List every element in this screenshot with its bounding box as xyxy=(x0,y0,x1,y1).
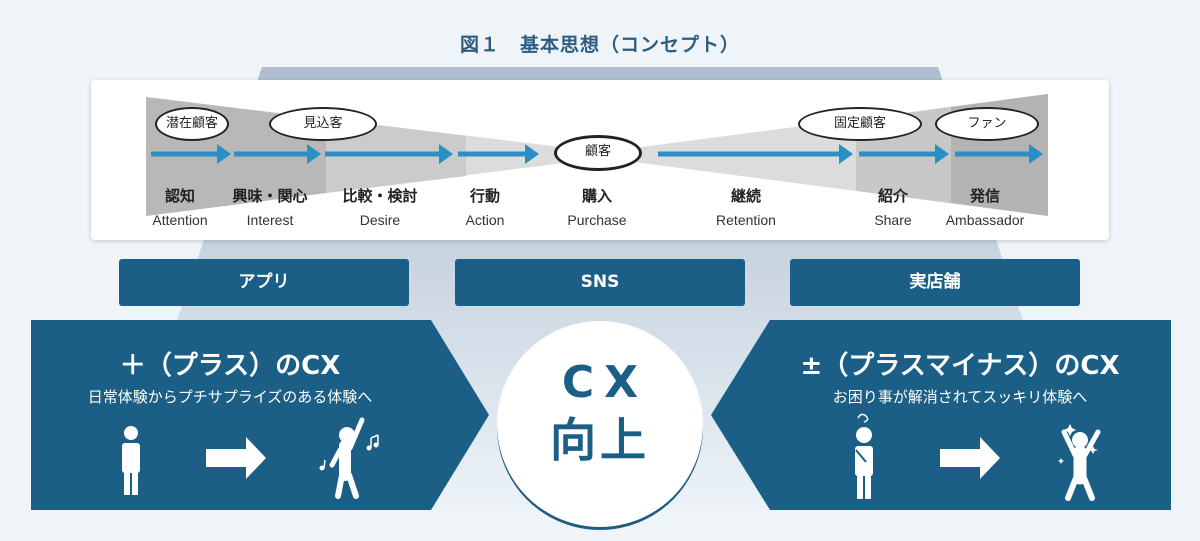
customer-type-loyal: 固定顧客 xyxy=(798,107,922,141)
stage-action: 行動 Action xyxy=(425,185,545,228)
left-arrow-icon xyxy=(206,437,266,479)
stage-label-en: Ambassador xyxy=(945,212,1025,228)
left-panel-subtitle: 日常体験からプチサプライズのある体験へ xyxy=(87,388,373,406)
customer-type-fan: ファン xyxy=(935,107,1039,141)
stage-label-jp: 行動 xyxy=(469,188,500,205)
figure-title: 図１ 基本思想（コンセプト） xyxy=(459,34,740,56)
right-panel-shape xyxy=(711,320,1171,510)
troubled-person-icon xyxy=(855,413,873,499)
stage-label-en: Action xyxy=(465,212,505,228)
customer-type-customer: 顧客 xyxy=(554,135,642,171)
stage-label-jp: 興味・関心 xyxy=(232,188,308,205)
stage-label-en: Desire xyxy=(359,212,401,228)
improvement-label: 向上 xyxy=(550,413,650,467)
left-panel: ＋（プラス）のCX 日常体験からプチサプライズのある体験へ xyxy=(40,345,420,407)
right-panel-subtitle: お困り事が解消されてスッキリ体験へ xyxy=(832,388,1088,406)
stage-retention: 継続 Retention xyxy=(686,185,806,228)
right-panel: ±（プラスマイナス）のCX お困り事が解消されてスッキリ体験へ xyxy=(770,345,1150,407)
stage-label-en: Attention xyxy=(152,212,208,228)
cheering-person-icon xyxy=(329,417,365,499)
channel-sns: SNS xyxy=(455,259,745,306)
stage-label-en: Interest xyxy=(246,212,294,228)
music-note-icon xyxy=(319,434,379,471)
stage-attention: 認知 Attention xyxy=(120,185,240,228)
stage-purchase: 購入 Purchase xyxy=(537,185,657,228)
stage-label-jp: 認知 xyxy=(164,188,195,205)
stage-label-en: Purchase xyxy=(567,212,627,228)
stage-interest: 興味・関心 Interest xyxy=(210,185,330,228)
stage-label-jp: 購入 xyxy=(581,188,612,205)
stage-label-jp: 比較・検討 xyxy=(342,188,418,205)
stage-label-en: Retention xyxy=(716,212,776,228)
left-panel-shape xyxy=(31,320,489,510)
cx-label: CX xyxy=(561,357,649,408)
standing-person-icon xyxy=(122,426,140,495)
stage-share: 紹介 Share xyxy=(833,185,953,228)
right-panel-title: ±（プラスマイナス）のCX xyxy=(800,351,1120,381)
customer-type-latent: 潜在顧客 xyxy=(155,107,229,141)
left-panel-title: ＋（プラス）のCX xyxy=(119,351,341,381)
channel-store: 実店舗 xyxy=(790,259,1080,306)
stage-label-en: Share xyxy=(874,212,912,228)
stage-label-jp: 発信 xyxy=(969,188,1000,205)
stage-ambassador: 発信 Ambassador xyxy=(925,185,1045,228)
relieved-person-icon xyxy=(1061,429,1101,501)
customer-type-prospect: 見込客 xyxy=(269,107,377,141)
journey-arrows xyxy=(151,144,1043,164)
right-arrow-icon xyxy=(940,437,1000,479)
channel-app: アプリ xyxy=(119,259,409,306)
stage-label-jp: 紹介 xyxy=(877,188,908,205)
stage-label-jp: 継続 xyxy=(730,188,761,205)
cx-improvement-circle: CX 向上 xyxy=(497,321,703,527)
sparkle-icon xyxy=(1058,424,1098,464)
customer-journey-card: 潜在顧客 見込客 顧客 固定顧客 ファン 認知 Attention 興味・関心 … xyxy=(91,80,1109,240)
stage-desire: 比較・検討 Desire xyxy=(320,185,440,228)
